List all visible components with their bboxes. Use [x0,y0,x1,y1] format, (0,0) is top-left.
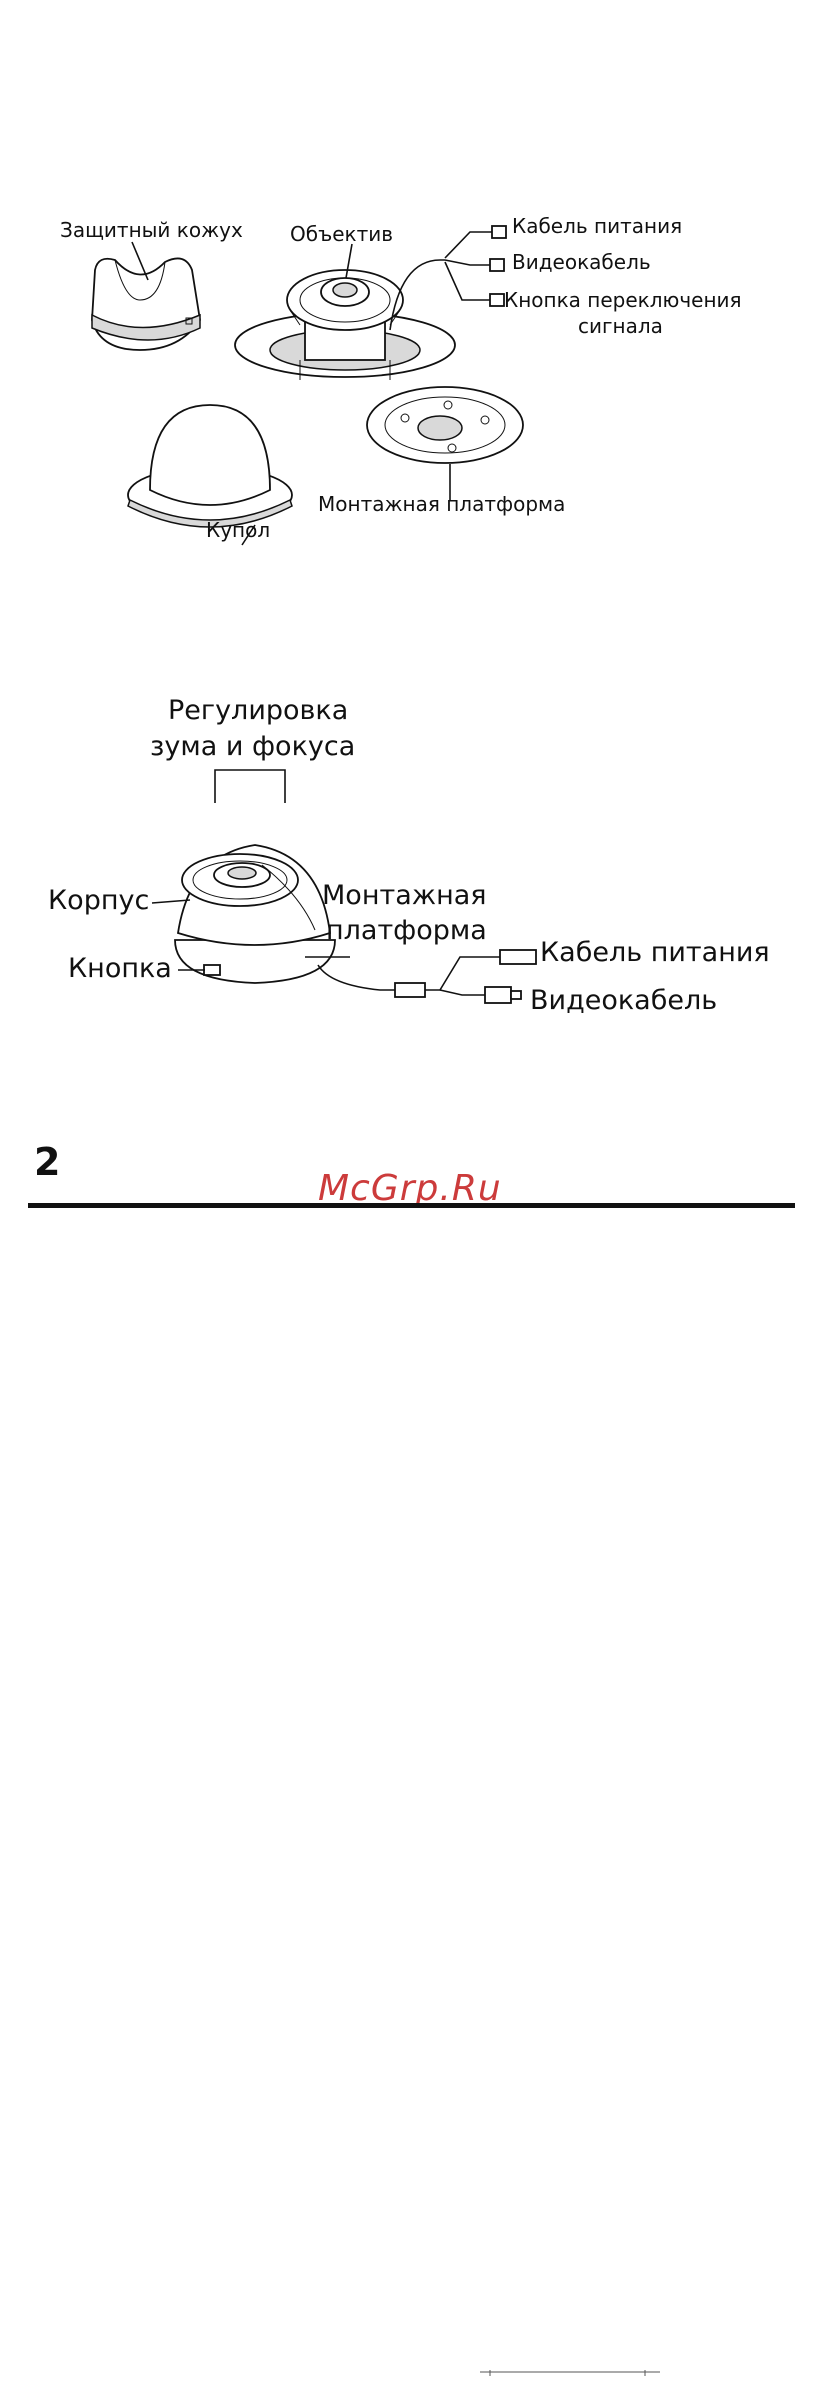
switch-button-label-line2: сигнала [578,314,663,338]
power-cable-label-2: Кабель питания [540,937,770,968]
video-cable-label-2: Видеокабель [530,985,717,1016]
housing-shield-drawing [92,258,200,350]
mounting-base-label-2: Монтажная [322,880,487,911]
zoom-focus-label: Регулировка [168,695,348,726]
zoom-focus-label-line2: зума и фокуса [150,731,355,762]
assembled-view-figure: Регулировка зума и фокуса Корпус Монтажн… [0,695,823,1055]
camera-module-drawing [235,270,455,380]
zoom-focus-leader [215,770,285,803]
exploded-view-figure: Защитный кожух Объектив Кабель питания В… [0,200,823,560]
footer-rule [28,1203,795,1208]
power-cable-label: Кабель питания [512,214,682,238]
mounting-base-label-2-line2: платформа [326,915,487,946]
page-number: 2 [34,1140,60,1184]
button-label: Кнопка [68,953,172,984]
housing-shield-label: Защитный кожух [60,218,243,242]
cable-bundle-drawing [390,226,506,330]
dome-drawing [128,405,292,527]
assembled-cable-drawing [318,950,536,1003]
video-cable-label: Видеокабель [512,250,651,274]
dome-label: Купол [206,518,270,542]
camera-body-drawing [175,845,335,983]
switch-button-label: Кнопка переключения [504,288,742,312]
mounting-base-label: Монтажная платформа [318,492,565,516]
bottom-scan-marks [0,2368,823,2382]
body-label: Корпус [48,885,149,916]
body-leader [152,900,190,903]
lens-label: Объектив [290,222,393,246]
mounting-base-drawing [367,387,523,463]
